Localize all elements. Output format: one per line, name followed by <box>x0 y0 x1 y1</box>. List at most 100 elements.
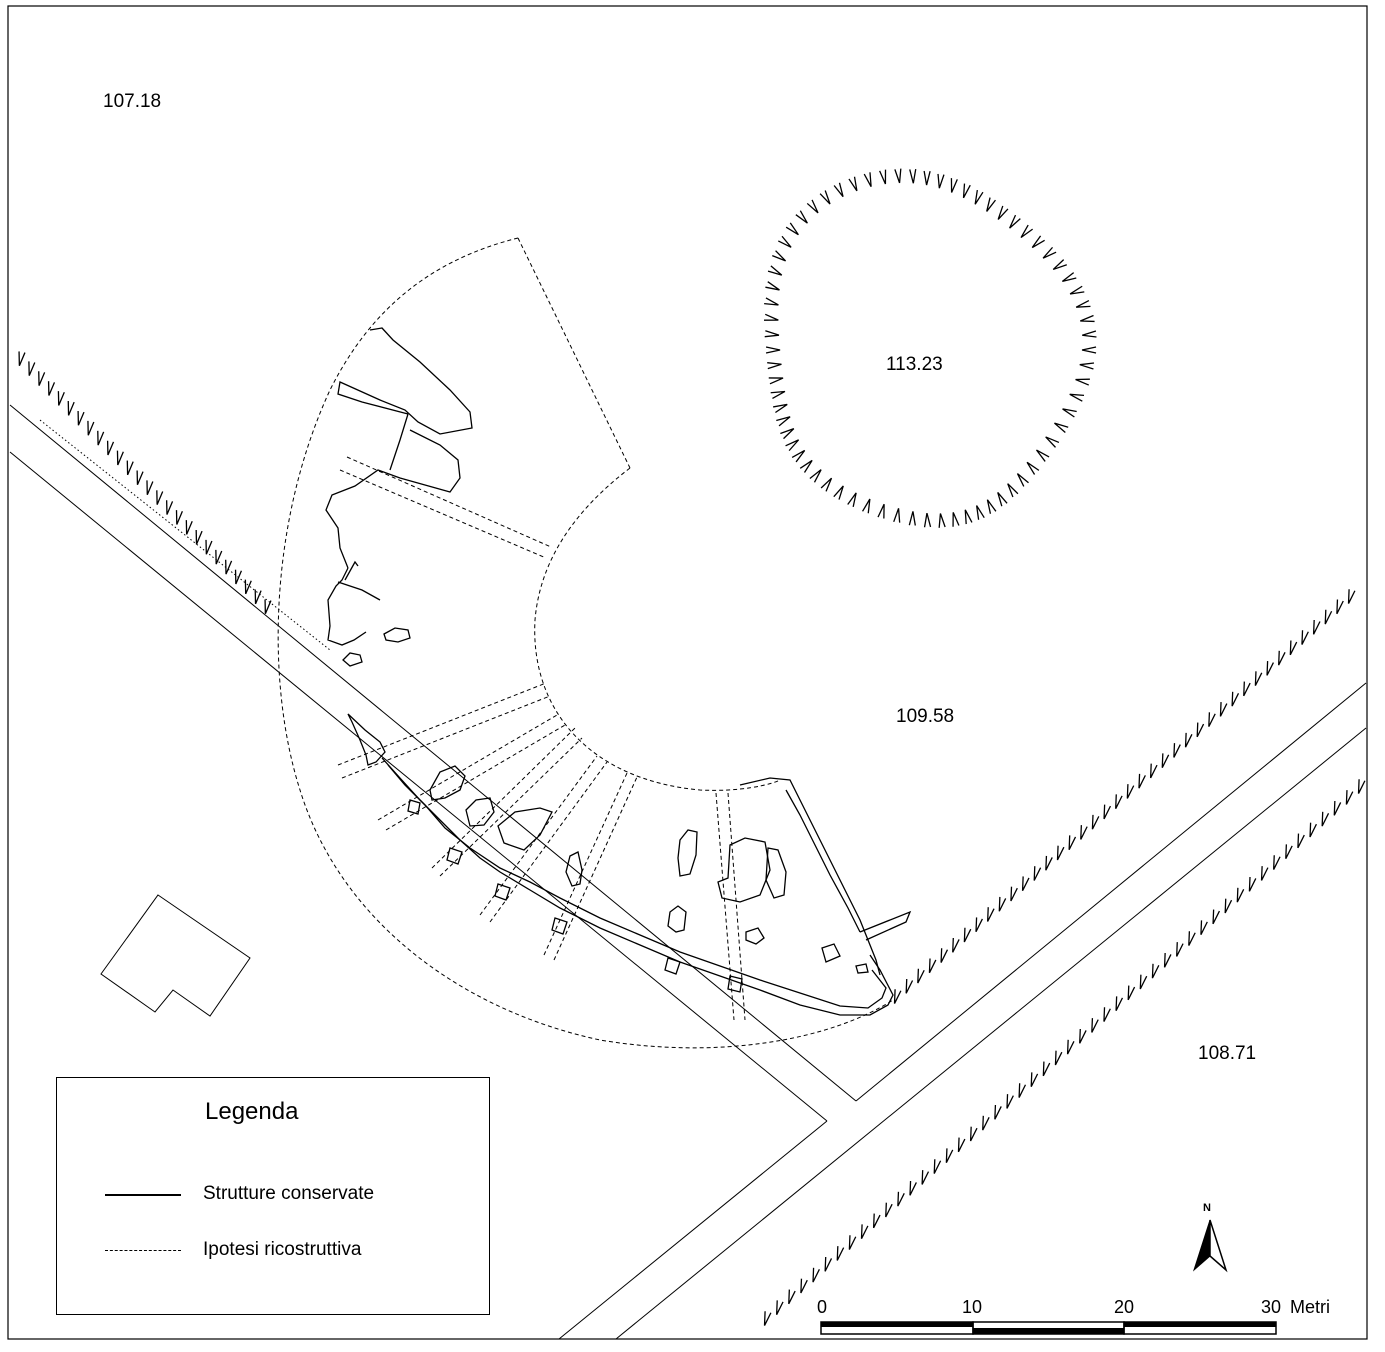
hachure-tick <box>909 1180 917 1196</box>
hachure-tick <box>775 1300 784 1315</box>
hachure-tick <box>67 401 75 416</box>
hachure-tick <box>1312 619 1321 635</box>
hachure-tick <box>47 381 56 396</box>
hachure-tick <box>1068 835 1077 851</box>
legend-solid-line-sample <box>105 1194 181 1196</box>
hachure-tick <box>937 173 945 189</box>
road-ne-edge-2 <box>558 1120 828 1340</box>
hachure-tick <box>770 390 786 400</box>
hachure-tick <box>765 281 780 291</box>
hachure-tick <box>1200 920 1208 935</box>
hachure-tick <box>225 559 233 575</box>
hachure-tick <box>1056 845 1065 861</box>
stone-west-2 <box>342 652 363 667</box>
elevation-label-se: 108.71 <box>1198 1043 1257 1064</box>
legend-title: Legenda <box>205 1098 299 1125</box>
hachure-tick <box>764 330 780 338</box>
hachure-tick <box>986 499 997 514</box>
hachure-tick <box>848 1235 857 1250</box>
stone-s-7 <box>717 837 771 903</box>
radial-corridor-7a <box>715 792 735 1021</box>
hachure-tick <box>1042 1061 1051 1077</box>
radial-corridor-2b <box>341 695 551 779</box>
pier-3 <box>494 883 511 901</box>
elevation-label-mound: 113.23 <box>886 354 943 375</box>
hachure-tick <box>1321 811 1330 827</box>
hachure-tick <box>38 371 46 386</box>
hachure-tick <box>795 210 808 224</box>
hachure-tick <box>1184 732 1193 748</box>
hachure-tick <box>963 927 972 943</box>
outer-arc <box>277 237 894 1049</box>
hachure-tick <box>1054 422 1069 433</box>
radial-corridor-3b <box>385 724 566 831</box>
hachure-tick <box>1103 1007 1111 1022</box>
road-lines <box>9 404 1367 1340</box>
hachure-tick <box>1139 974 1148 990</box>
hachure-tick <box>897 1191 905 1207</box>
hachure-tick <box>767 362 782 370</box>
hachure-tick <box>933 1159 942 1174</box>
hachure-tick <box>986 197 996 212</box>
hachure-tick <box>1035 449 1050 462</box>
hachure-tick <box>945 1148 954 1163</box>
hachure-tick <box>1079 1028 1087 1044</box>
hachure-tick <box>905 978 914 994</box>
legend-item-label: Ipotesi ricostruttiva <box>203 1239 362 1260</box>
hachure-tick <box>1289 640 1298 656</box>
hachure-tick <box>1075 300 1091 308</box>
stone-s-2 <box>465 797 495 827</box>
wall-fragment-north-2 <box>325 413 461 569</box>
hachure-tick <box>819 190 831 205</box>
hachure-tick <box>126 460 134 476</box>
hachure-tick <box>952 937 960 953</box>
hachure-tick <box>1357 779 1366 794</box>
hachure-tick <box>824 1256 833 1272</box>
hachure-tick <box>800 1278 808 1294</box>
hachure-tick <box>885 1202 893 1218</box>
hachure-tick <box>938 513 946 528</box>
legend-item-label: Strutture conservate <box>203 1183 375 1204</box>
hachure-tick <box>1082 330 1097 338</box>
scale-tick-10: 10 <box>962 1297 983 1317</box>
hachure-tick <box>877 503 885 519</box>
slope-hachure-se <box>763 779 1366 1326</box>
hachure-tick <box>1075 378 1090 386</box>
building-footprint <box>100 894 251 1017</box>
hachure-tick <box>1126 784 1135 799</box>
hachure-tick <box>1079 362 1095 370</box>
hachure-tick <box>1151 963 1160 979</box>
hachure-tick <box>97 430 105 446</box>
hachure-tick <box>1006 1094 1014 1109</box>
hachure-tick <box>166 500 174 515</box>
hachure-tick <box>1045 436 1060 448</box>
hachure-tick <box>928 958 937 974</box>
stone-s-5 <box>677 829 698 877</box>
wall-east-radial <box>739 777 912 976</box>
radial-corridor-6b <box>553 776 638 961</box>
hachure-tick <box>1091 1018 1099 1033</box>
north-arrow-icon <box>1192 1219 1228 1273</box>
hachure-tick <box>1161 753 1170 768</box>
hachure-tick <box>917 968 925 984</box>
scale-fill-upper-1 <box>821 1322 973 1327</box>
pier-6 <box>727 975 743 993</box>
hachure-tick <box>836 1246 845 1261</box>
hachure-tick <box>893 508 901 523</box>
hachure-tick <box>1224 898 1233 914</box>
hachure-tick <box>764 313 779 321</box>
hachure-tick <box>1069 285 1085 295</box>
hachure-tick <box>998 896 1007 912</box>
elevation-label-nw: 107.18 <box>103 91 162 112</box>
hachure-tick <box>974 189 984 205</box>
hachure-tick <box>244 579 252 595</box>
hachure-tick <box>1054 1050 1063 1066</box>
scale-tick-0: 0 <box>817 1297 828 1317</box>
radial-corridor-7b <box>727 792 746 1021</box>
radial-corridor-1a <box>346 456 552 548</box>
road-nw-edge-2 <box>9 451 828 1122</box>
hachure-tick <box>1033 866 1042 881</box>
hachure-tick <box>982 1115 990 1131</box>
hachure-tick <box>785 222 799 236</box>
